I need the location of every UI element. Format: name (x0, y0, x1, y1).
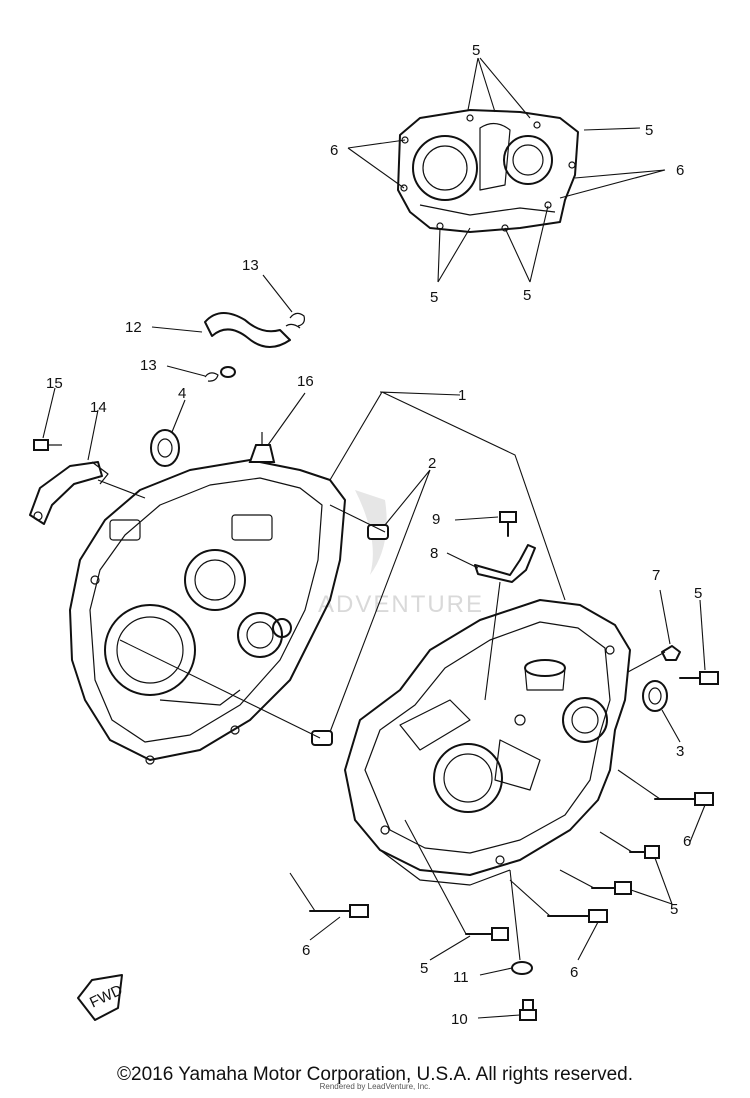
callout-14: 14 (90, 399, 107, 416)
callout-12: 12 (125, 319, 142, 336)
callout-5-bottom: 5 (420, 960, 428, 977)
callout-labels: 5 5 6 6 5 5 13 12 13 15 14 4 16 1 2 9 8 … (46, 42, 702, 1028)
clamp-and-bolt (627, 589, 719, 685)
callout-1-leader (329, 391, 566, 601)
callout-5-bottom-left-top: 5 (430, 289, 438, 306)
callout-5-right-top: 5 (645, 122, 653, 139)
watermark-text: ADVENTURE (318, 591, 484, 618)
callout-8: 8 (430, 545, 438, 562)
callout-16: 16 (297, 373, 314, 390)
callout-4: 4 (178, 385, 186, 402)
top-crankcase-view (347, 57, 666, 283)
callout-6-right-top: 6 (676, 162, 684, 179)
callout-2: 2 (428, 455, 436, 472)
breather-hose-assembly (151, 274, 305, 382)
callout-5-top: 5 (472, 42, 480, 59)
fwd-label: FWD (87, 982, 125, 1012)
bracket-and-bolt (446, 511, 536, 701)
callout-5-right-upper: 5 (694, 585, 702, 602)
callout-9: 9 (432, 511, 440, 528)
callout-13-lower: 13 (140, 357, 157, 374)
callout-11: 11 (453, 969, 469, 986)
crankcase-diagram: ADVENTURE (29, 42, 719, 1028)
callout-7: 7 (652, 567, 660, 584)
callout-5-bottom-right-top: 5 (523, 287, 531, 304)
oil-seal-right (642, 680, 681, 743)
watermark-logo: ADVENTURE (318, 490, 484, 618)
dowel-pins (119, 469, 431, 746)
callout-6-bottom-right: 6 (570, 964, 578, 981)
callout-3: 3 (676, 743, 684, 760)
drain-plug-assembly (477, 869, 537, 1021)
fwd-arrow-icon: FWD (77, 974, 125, 1021)
callout-1: 1 (458, 387, 466, 404)
right-side-bolts (289, 769, 714, 961)
left-crankcase-half (29, 387, 346, 765)
callout-15: 15 (46, 375, 63, 392)
callout-10: 10 (451, 1011, 468, 1028)
copyright-notice: ©2016 Yamaha Motor Corporation, U.S.A. A… (117, 1064, 633, 1085)
rendered-by-notice: Rendered by LeadVenture, Inc. (319, 1082, 431, 1091)
callout-13-top: 13 (242, 257, 259, 274)
callout-6-left-top: 6 (330, 142, 338, 159)
right-crankcase-half (344, 599, 631, 886)
callout-6-left-bottom: 6 (302, 942, 310, 959)
callout-5-right-lower: 5 (670, 901, 678, 918)
callout-6-right-middle: 6 (683, 833, 691, 850)
